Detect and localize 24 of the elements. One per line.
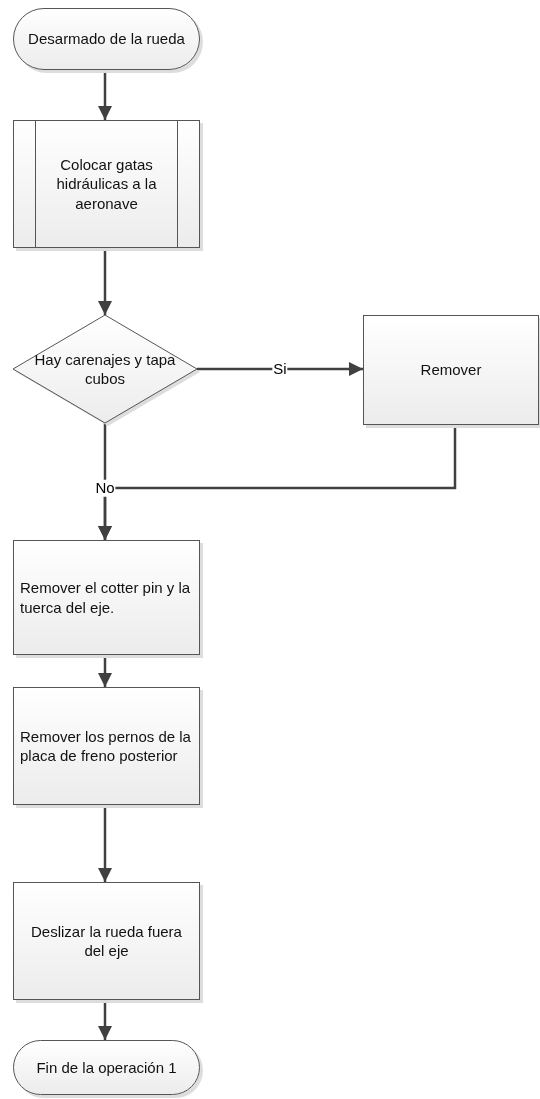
node-label: Deslizar la rueda fuera del eje: [30, 921, 183, 961]
arrow: [98, 425, 457, 540]
process-box: [13, 540, 200, 655]
process-box: [13, 882, 200, 1000]
arrow: [197, 362, 363, 376]
node-label: Remover los pernos de la placa de freno posterior: [20, 726, 192, 766]
predefined-process-box: [13, 120, 200, 248]
edge-label: No: [94, 479, 116, 497]
arrow: [98, 655, 112, 687]
node-label: Remover: [420, 360, 482, 380]
node-label: Desarmado de la rueda: [28, 29, 185, 49]
node-label: Hay carenajes y tapa cubos: [33, 349, 177, 389]
decision-diamond: [13, 315, 197, 423]
terminator-shape: [13, 1040, 200, 1095]
arrow: [98, 248, 112, 315]
arrow: [98, 70, 112, 120]
node-label: Colocar gatas hidráulicas a la aeronave: [55, 154, 158, 214]
node-label: Fin de la operación 1: [36, 1057, 177, 1078]
process-box: [13, 687, 200, 805]
terminator-shape: [13, 8, 200, 70]
node-label: Remover el cotter pin y la tuerca del eje.: [20, 578, 192, 617]
arrow: [98, 1000, 112, 1040]
arrow: [98, 805, 112, 882]
process-box: [363, 315, 539, 425]
